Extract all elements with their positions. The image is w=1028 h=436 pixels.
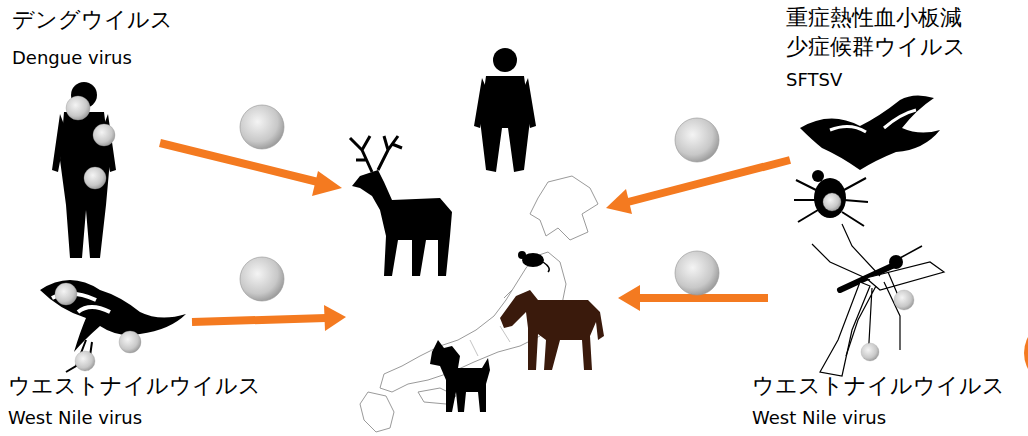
human-silhouette — [52, 82, 116, 258]
mosquito-silhouette — [812, 224, 944, 376]
virus-particle — [823, 193, 841, 211]
orange-disc — [1024, 319, 1028, 387]
virus-name-japanese: 重症熱性血小板減 少症候群ウイルス — [786, 4, 986, 61]
bird-silhouette — [800, 95, 940, 170]
virus-particle — [861, 290, 914, 361]
virus-particle — [55, 283, 141, 371]
deer-silhouette — [350, 136, 452, 276]
virus-particle — [66, 96, 115, 189]
mouse-silhouette — [518, 251, 549, 272]
virus-name-japanese: ウエストナイルウイルス — [8, 372, 261, 401]
human-silhouette — [474, 48, 536, 172]
virus-particle — [240, 105, 719, 301]
virus-name-english: West Nile virus — [752, 406, 886, 429]
tick-silhouette — [794, 170, 868, 226]
transmission-arrow — [160, 143, 790, 331]
virus-name-english: Dengue virus — [12, 46, 132, 69]
dog-silhouette — [430, 340, 490, 412]
virus-name-english: SFTSV — [786, 68, 842, 91]
virus-name-japanese: ウエストナイルウイルス — [752, 372, 1005, 401]
virus-name-english: West Nile virus — [8, 406, 142, 429]
bird-silhouette — [24, 280, 186, 372]
horse-silhouette — [500, 290, 604, 370]
virus-name-japanese: デングウイルス — [12, 6, 173, 35]
